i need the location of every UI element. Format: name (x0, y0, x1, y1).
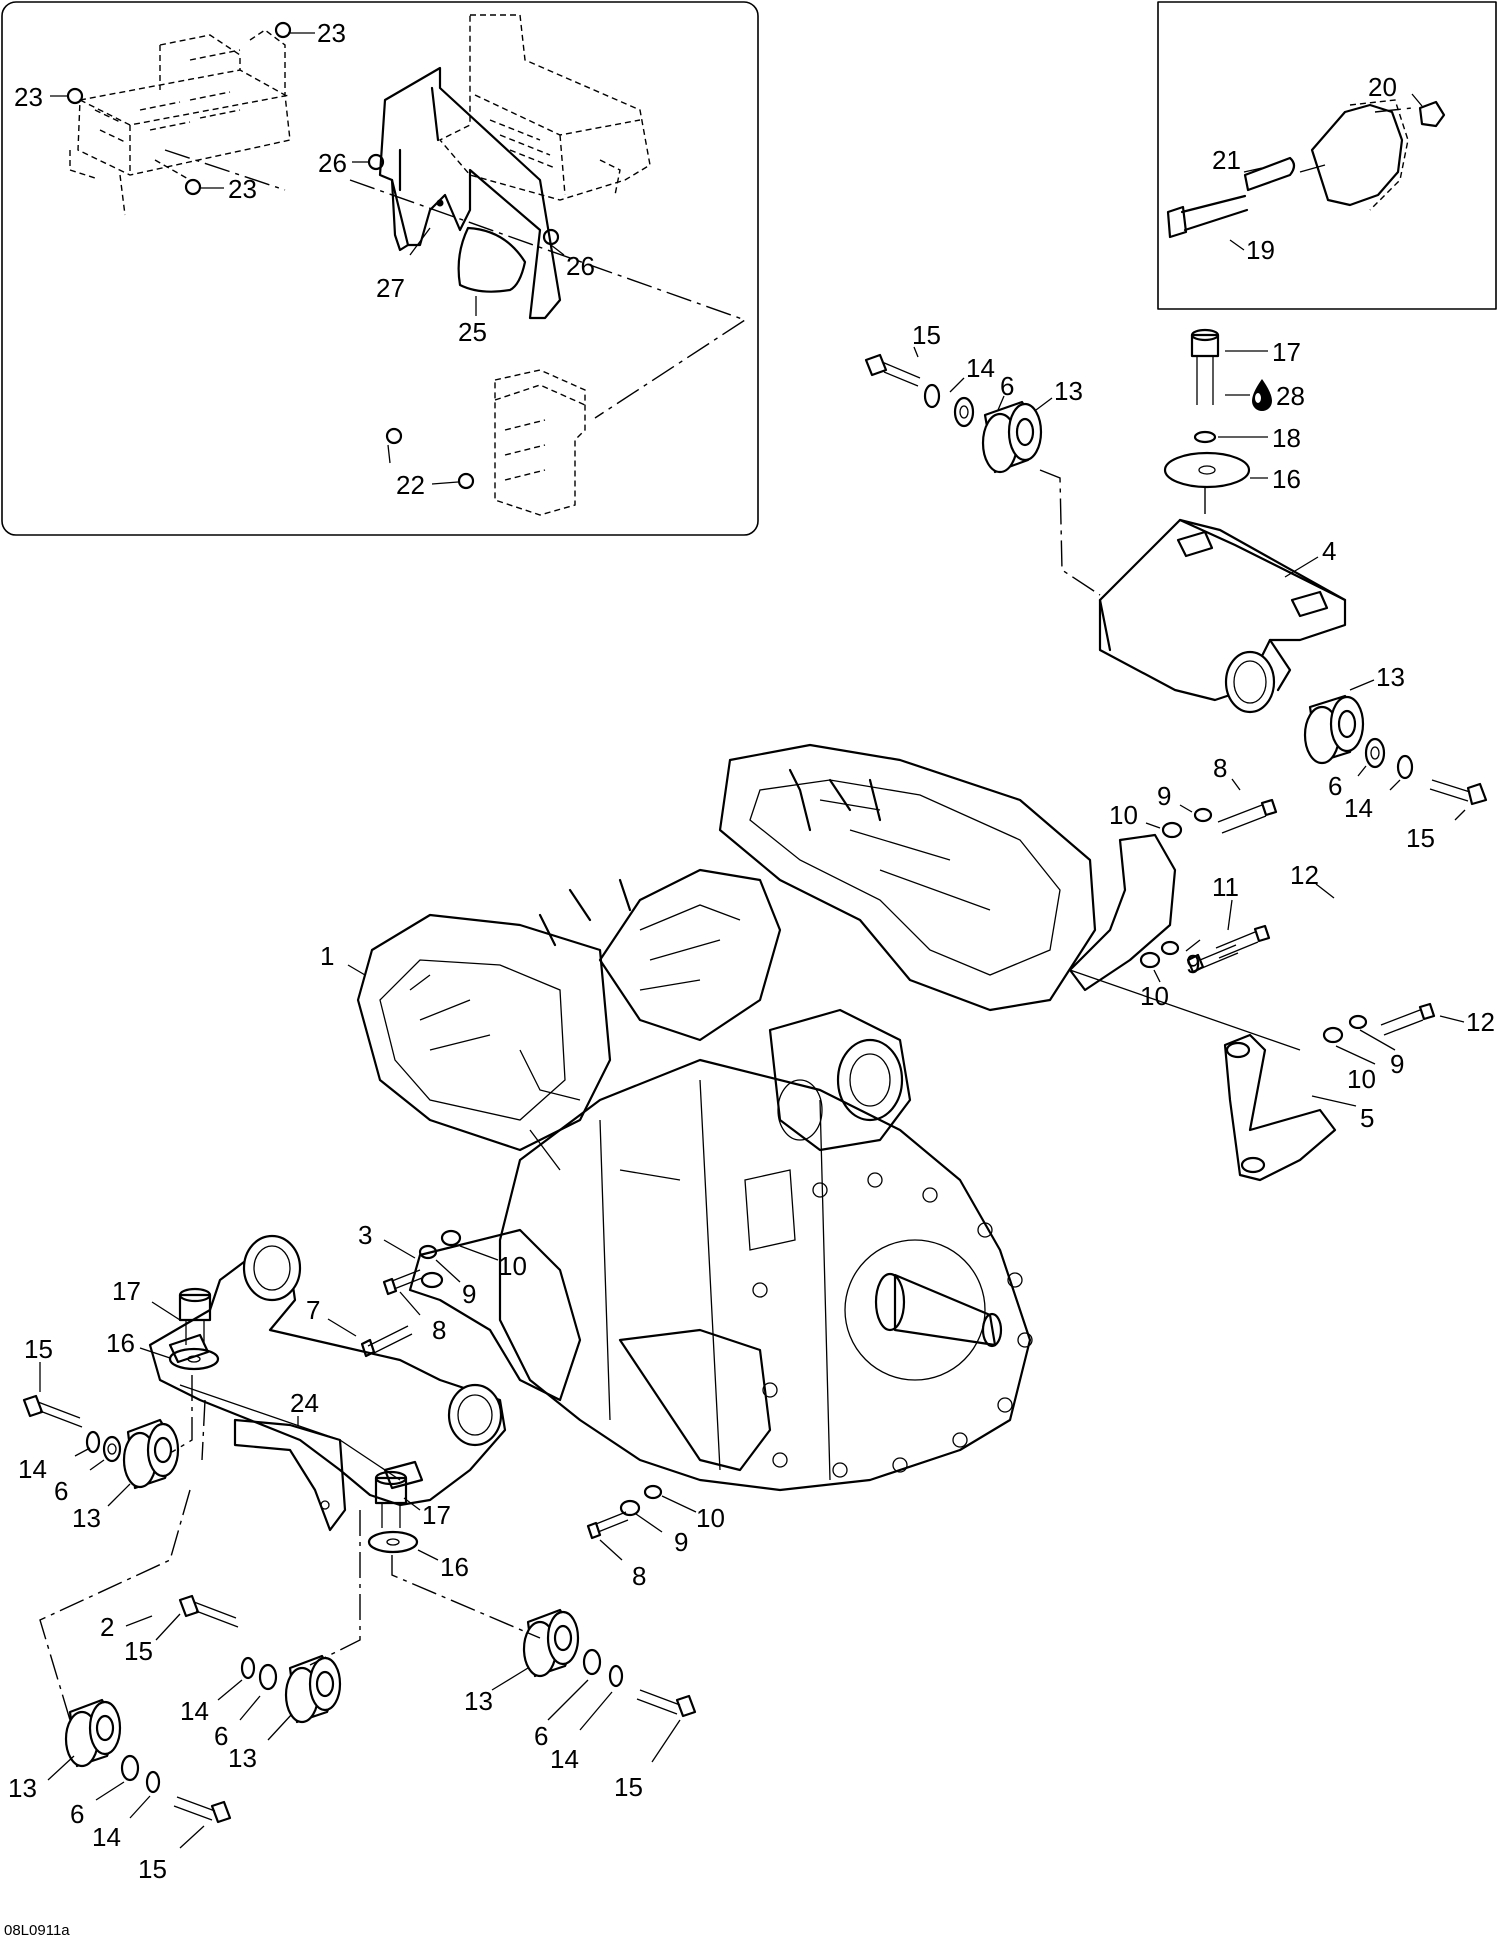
bushing-upper-left (981, 400, 1043, 474)
callout-19: 19 (1246, 235, 1275, 265)
callout-10: 10 (1140, 981, 1169, 1011)
electrical-inset-frame (1, 1, 759, 536)
callout-17: 17 (112, 1276, 141, 1306)
callout-20: 20 (1368, 72, 1397, 102)
callout-3: 3 (358, 1220, 372, 1250)
ecm-housing (438, 14, 651, 201)
callout-15: 15 (138, 1854, 167, 1884)
callout-4: 4 (1322, 536, 1336, 566)
callout-10: 10 (1347, 1064, 1376, 1094)
callout-14: 14 (1344, 793, 1373, 823)
callout-16: 16 (1272, 464, 1301, 494)
callout-15: 15 (912, 320, 941, 350)
callout-14: 14 (180, 1696, 209, 1726)
fuse-box (69, 29, 291, 216)
figure-reference: 08L0911a (4, 1922, 70, 1939)
bushing-lower-4 (64, 1698, 122, 1768)
callout-1: 1 (320, 941, 334, 971)
callout-13: 13 (464, 1686, 493, 1716)
callout-24: 24 (290, 1388, 319, 1418)
callout-15: 15 (614, 1772, 643, 1802)
callout-9: 9 (1186, 949, 1200, 979)
callout-9: 9 (1390, 1049, 1404, 1079)
callout-6: 6 (214, 1721, 228, 1751)
callout-23: 23 (317, 18, 346, 48)
callout-15: 15 (124, 1636, 153, 1666)
callout-6: 6 (534, 1721, 548, 1751)
callout-16: 16 (440, 1552, 469, 1582)
callout-14: 14 (966, 353, 995, 383)
sensor-assembly (1166, 99, 1446, 239)
callout-9: 9 (462, 1279, 476, 1309)
callout-6: 6 (1000, 371, 1014, 401)
callout-10: 10 (696, 1503, 725, 1533)
electrical-bracket (378, 66, 562, 320)
engine-sensor-inset-frame (1157, 1, 1497, 310)
callout-8: 8 (1213, 753, 1227, 783)
callout-6: 6 (1328, 771, 1342, 801)
lower-engine-mount (148, 1234, 507, 1507)
callout-15: 15 (1406, 823, 1435, 853)
callout-13: 13 (228, 1743, 257, 1773)
callout-10: 10 (498, 1251, 527, 1281)
callout-2: 2 (100, 1612, 114, 1642)
callout-12: 12 (1466, 1007, 1495, 1037)
callout-27: 27 (376, 273, 405, 303)
callout-5: 5 (1360, 1103, 1374, 1133)
callout-14: 14 (92, 1822, 121, 1852)
callout-8: 8 (432, 1315, 446, 1345)
callout-15: 15 (24, 1334, 53, 1364)
bushing-lower-2 (284, 1654, 342, 1724)
bushing-upper-right (1303, 694, 1365, 765)
callout-26: 26 (318, 148, 347, 178)
callout-14: 14 (18, 1454, 47, 1484)
callout-labels: 23 23 23 26 26 27 25 22 20 21 19 15 14 6… (8, 18, 1495, 1884)
callout-17: 17 (422, 1500, 451, 1530)
inset-fasteners (66, 21, 560, 490)
washers (85, 383, 1414, 1794)
callout-23: 23 (14, 82, 43, 112)
callout-12: 12 (1290, 860, 1319, 890)
callout-18: 18 (1272, 423, 1301, 453)
callout-8: 8 (632, 1561, 646, 1591)
callout-23: 23 (228, 174, 257, 204)
callout-11: 11 (1212, 872, 1239, 902)
oil-drop-icon (1252, 379, 1272, 411)
callout-13: 13 (72, 1503, 101, 1533)
callout-26: 26 (566, 251, 595, 281)
upper-engine-mount (1098, 518, 1347, 714)
callout-13: 13 (8, 1773, 37, 1803)
callout-22: 22 (396, 470, 425, 500)
voltage-regulator-module (494, 369, 586, 516)
bolts (22, 328, 1488, 1824)
heat-shield-bracket (233, 1418, 347, 1532)
callout-7: 7 (306, 1295, 320, 1325)
callout-13: 13 (1054, 376, 1083, 406)
phantom-lines (39, 469, 1206, 1721)
callout-6: 6 (54, 1476, 68, 1506)
callout-10: 10 (1109, 800, 1138, 830)
engine-assembly (356, 743, 1337, 1492)
callout-9: 9 (1157, 781, 1171, 811)
callout-16: 16 (106, 1328, 135, 1358)
callout-21: 21 (1212, 145, 1241, 175)
callout-17: 17 (1272, 337, 1301, 367)
callout-14: 14 (550, 1744, 579, 1774)
bushing-lower-3 (522, 1608, 580, 1678)
callout-13: 13 (1376, 662, 1405, 692)
callout-9: 9 (674, 1527, 688, 1557)
callout-28: 28 (1276, 381, 1305, 411)
callout-25: 25 (458, 317, 487, 347)
bushing-lower-1 (122, 1418, 180, 1490)
callout-6: 6 (70, 1799, 84, 1829)
